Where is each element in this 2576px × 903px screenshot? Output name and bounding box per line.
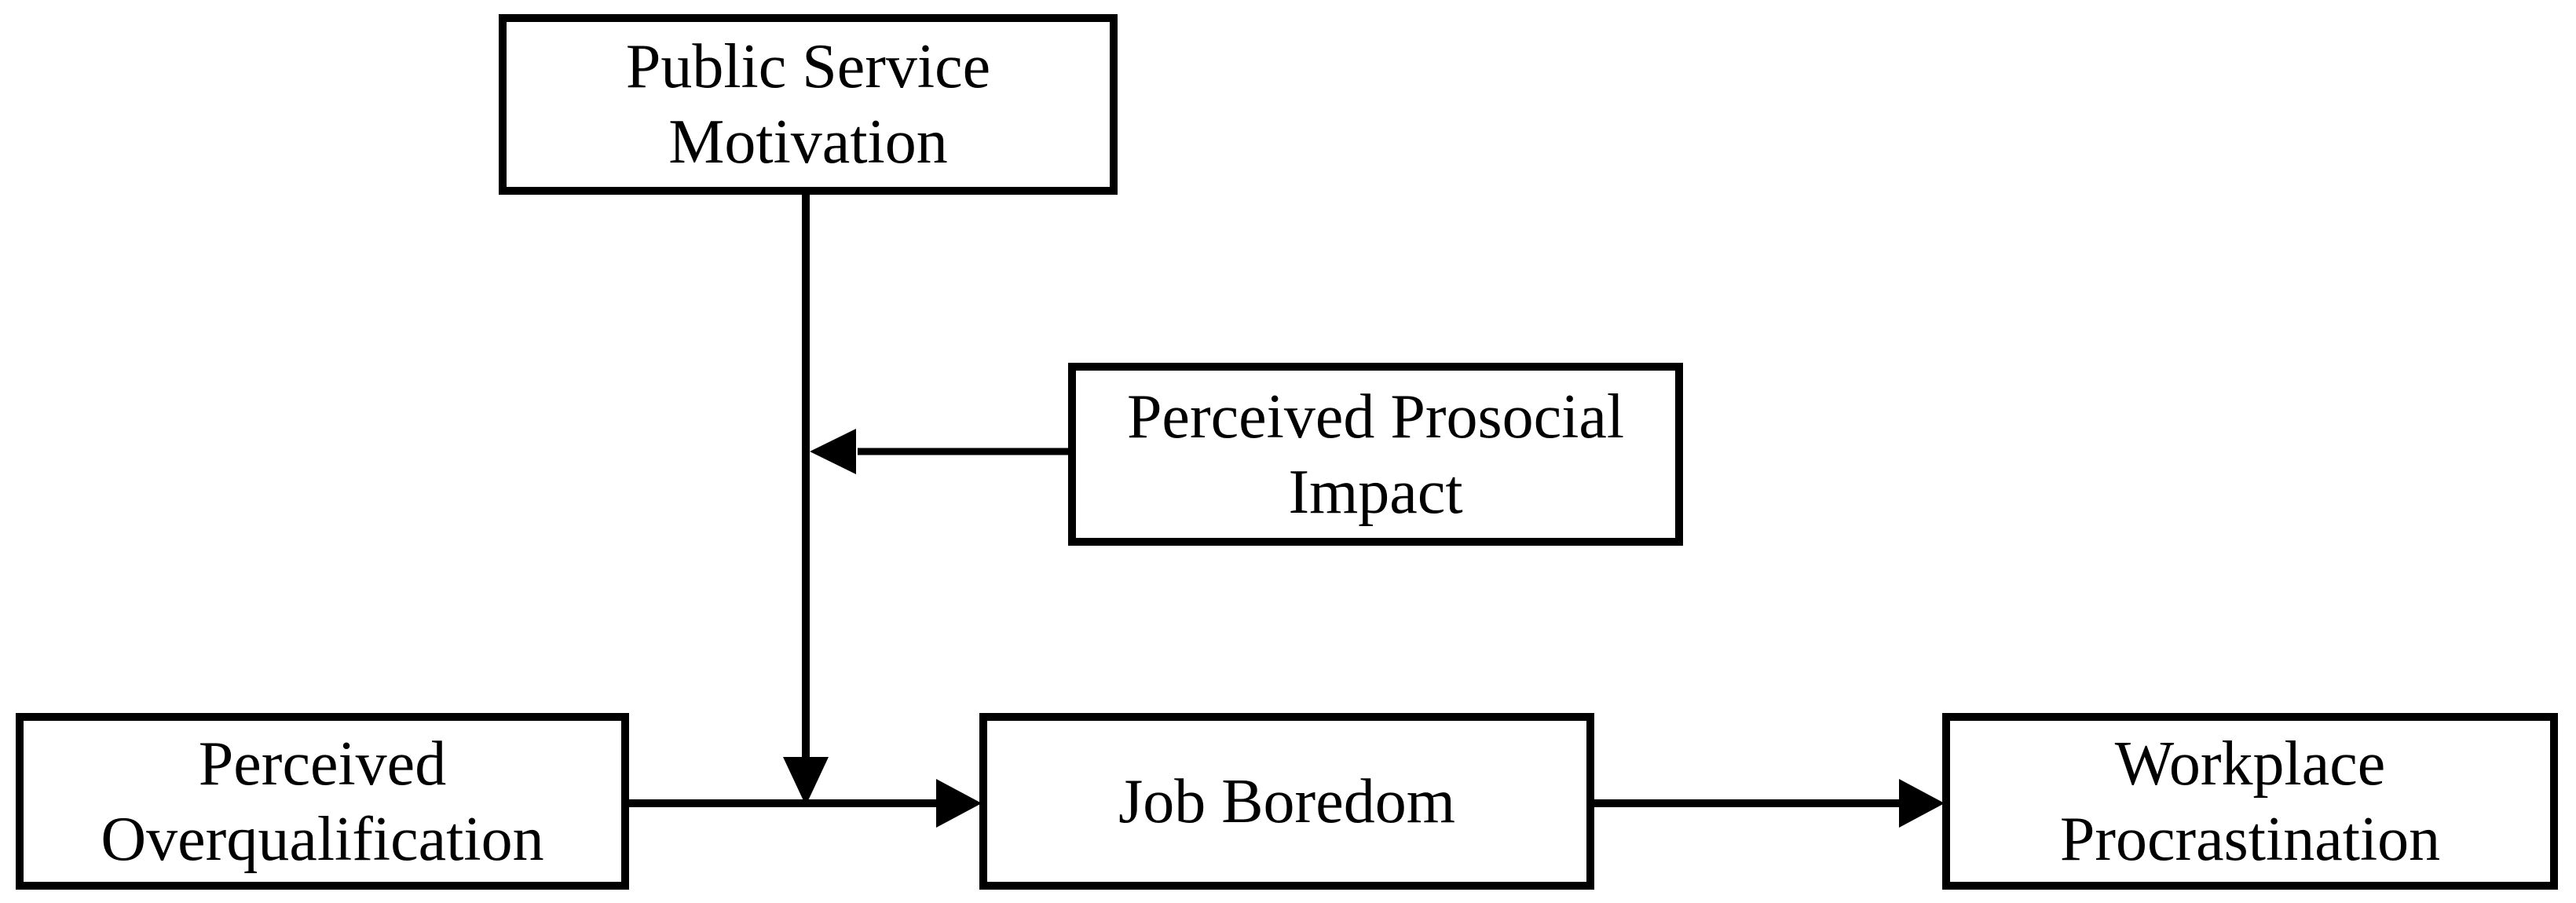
node-label-public-service-motivation: Public Service Motivation <box>625 32 991 177</box>
moderation-arrow-ppi-to-psm-line <box>810 429 1073 474</box>
node-perceived-overqualification: Perceived Overqualification <box>16 713 629 890</box>
node-label-perceived-prosocial-impact: Perceived Prosocial Impact <box>1126 382 1625 527</box>
arrow-po-to-jb <box>625 779 982 828</box>
node-label-job-boredom: Job Boredom <box>1118 766 1455 836</box>
node-workplace-procrastination: Workplace Procrastination <box>1942 713 2558 890</box>
node-label-workplace-procrastination: Workplace Procrastination <box>2059 729 2441 874</box>
moderation-arrow-psm-to-po-jb-path <box>783 188 829 806</box>
node-job-boredom: Job Boredom <box>979 713 1594 890</box>
node-perceived-prosocial-impact: Perceived Prosocial Impact <box>1068 363 1683 546</box>
arrow-jb-to-wp <box>1590 779 1945 828</box>
node-label-perceived-overqualification: Perceived Overqualification <box>101 729 544 874</box>
node-public-service-motivation: Public Service Motivation <box>499 14 1118 195</box>
